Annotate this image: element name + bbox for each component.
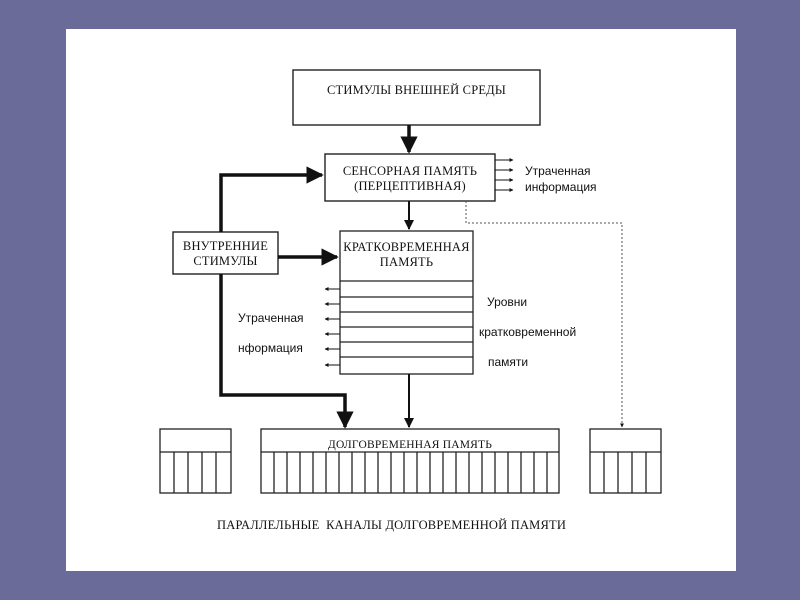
dotted-sensory-to-channel [465,201,624,428]
lost-info-right-label: Утраченная информация [525,163,597,195]
lost-info-left-label: Утраченная нформация [238,303,304,363]
long-term-memory-block [260,428,560,494]
stm-levels-line3: памяти [488,355,529,369]
arrow-internal-loop [219,166,324,232]
lost-info-right-line2: информация [525,180,597,194]
lost-info-left-line1: Утраченная [238,311,304,325]
lost-info-arrows-left [324,287,340,367]
external-stimuli-box [292,69,541,126]
lost-info-left-line2: нформация [238,341,303,355]
parallel-channels-caption: ПАРАЛЛЕЛЬНЫЕ КАНАЛЫ ДОЛГОВРЕМЕННОЙ ПАМЯТ… [217,518,567,532]
memory-model-diagram [159,69,662,494]
short-term-memory-box [339,230,474,375]
external-stimuli-label: СТИМУЛЫ ВНЕШНЕЙ СРЕДЫ [326,83,507,97]
internal-stimuli-line1: ВНУТРЕННИЕ [182,239,269,253]
sensory-memory-line1: СЕНСОРНАЯ ПАМЯТЬ [342,164,478,178]
short-term-memory-line1: КРАТКОВРЕМЕННАЯ [343,240,470,254]
lost-info-right-line1: Утраченная [525,164,591,178]
short-term-memory-label: КРАТКОВРЕМЕННАЯ ПАМЯТЬ [340,240,473,270]
diagram-sheet: СТИМУЛЫ ВНЕШНЕЙ СРЕДЫ СЕНСОРНАЯ ПАМЯТЬ (… [66,29,736,571]
stm-levels-label: Уровни кратковременной памяти [479,287,576,377]
internal-stimuli-label: ВНУТРЕННИЕ СТИМУЛЫ [173,239,278,269]
stm-levels-line2: кратковременной [479,325,577,339]
parallel-channel-right [589,428,662,494]
stm-levels-line1: Уровни [487,295,528,309]
sensory-memory-label: СЕНСОРНАЯ ПАМЯТЬ (ПЕРЦЕПТИВНАЯ) [325,164,495,194]
parallel-channel-left [159,428,232,494]
lost-info-arrows-right [495,158,514,192]
short-term-memory-line2: ПАМЯТЬ [379,255,434,269]
internal-stimuli-line2: СТИМУЛЫ [193,254,258,268]
long-term-memory-label: ДОЛГОВРЕМЕННАЯ ПАМЯТЬ [327,439,493,451]
internal-stimuli-box [172,231,279,275]
sensory-memory-line2: (ПЕРЦЕПТИВНАЯ) [354,179,466,193]
arrow-internal-to-ltm [219,274,354,429]
